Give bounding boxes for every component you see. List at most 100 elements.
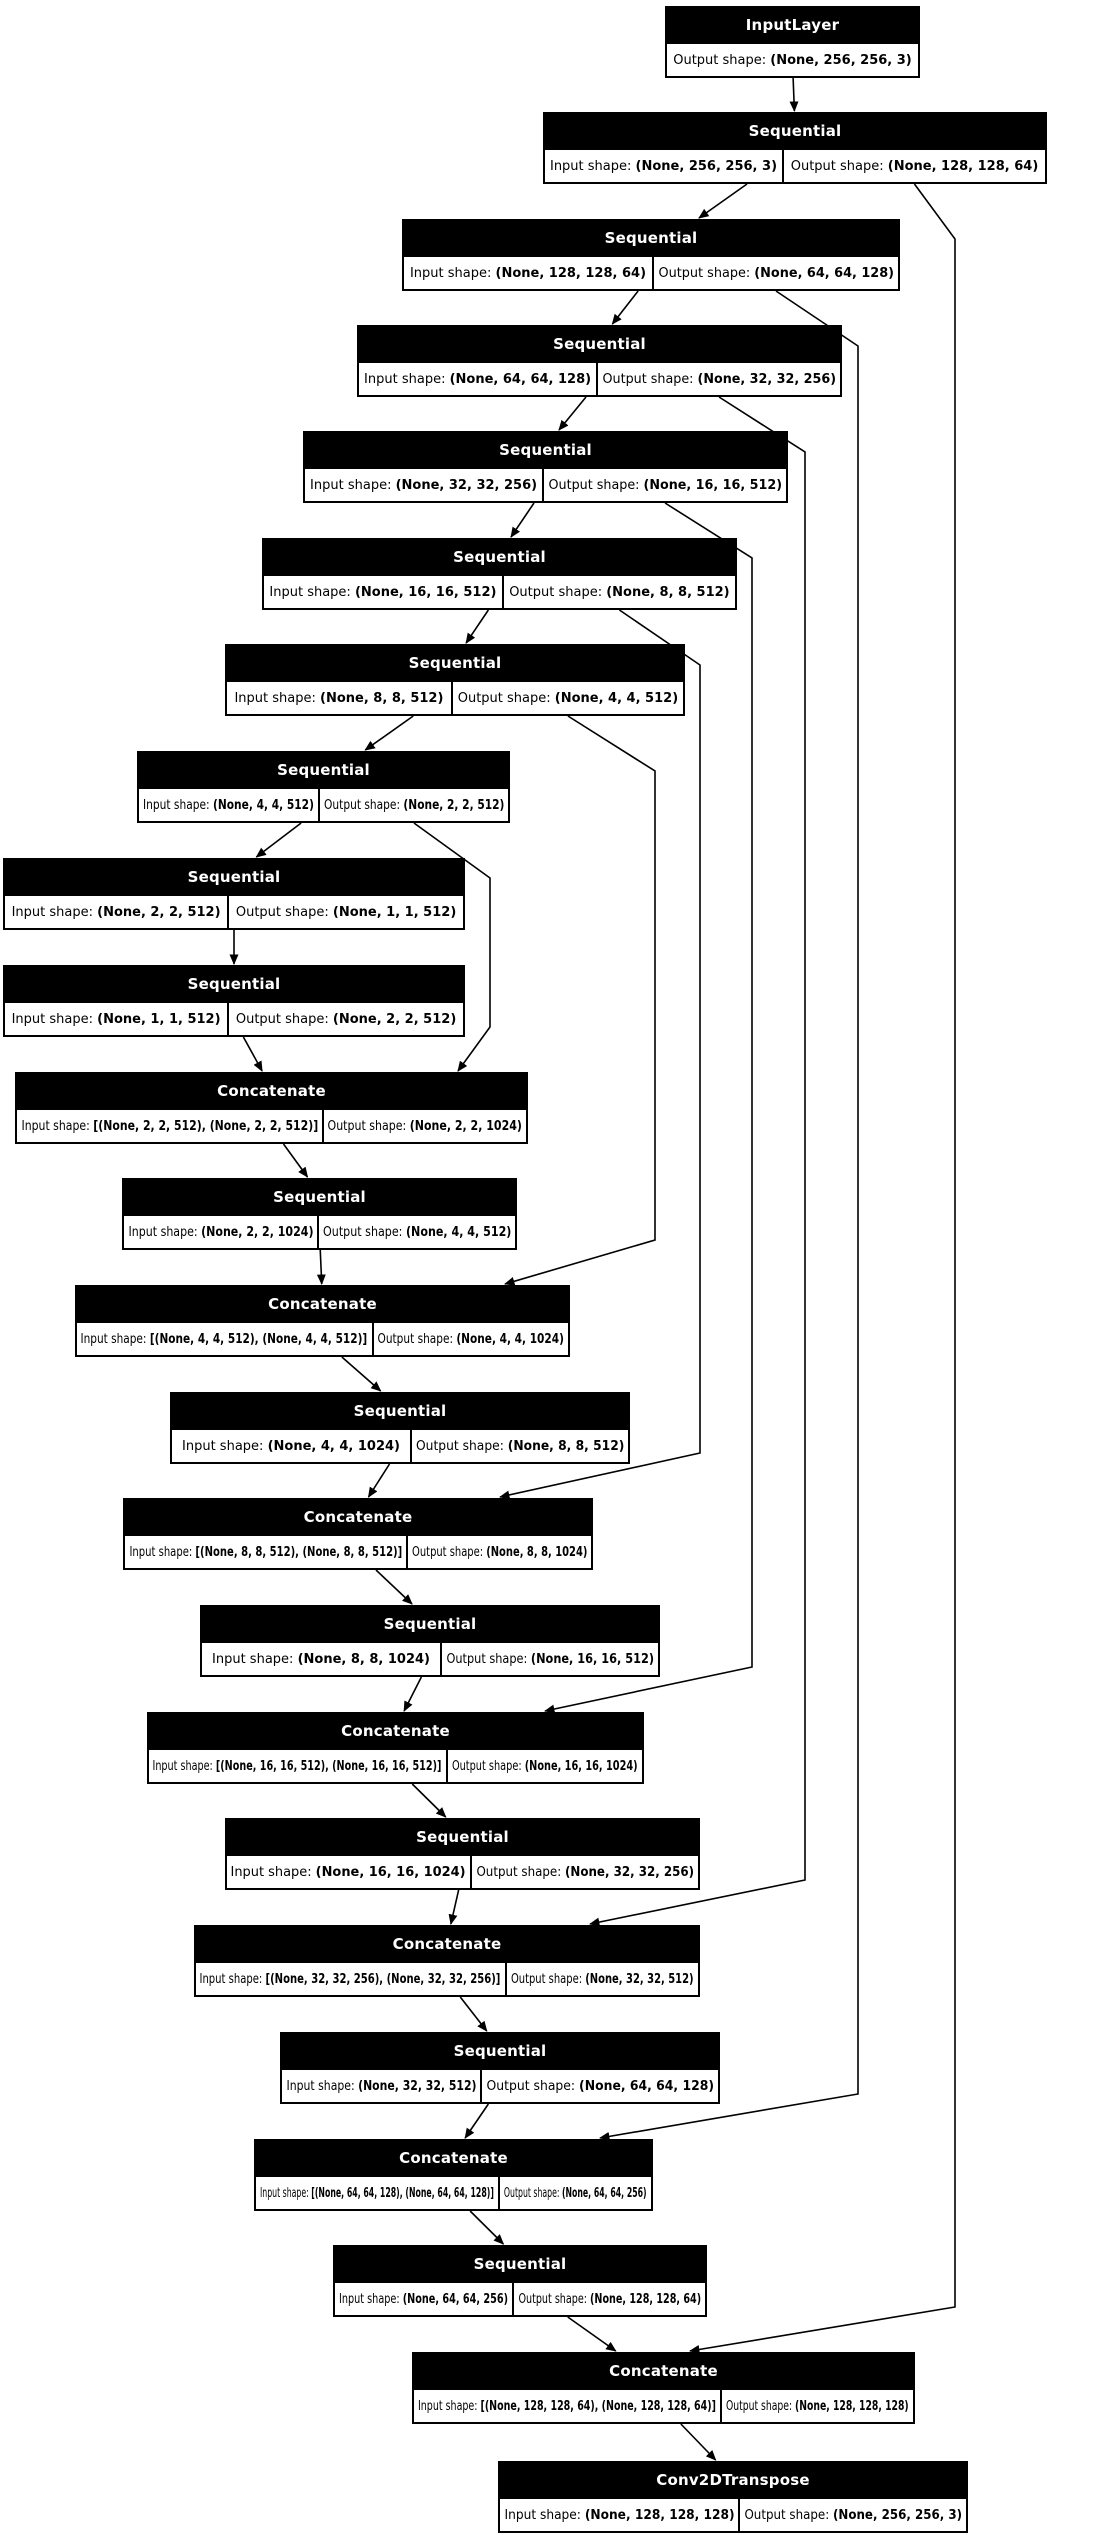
shape-row: Input shape: [(None, 4, 4, 512), (None, … — [77, 1321, 568, 1355]
edge-main — [364, 715, 414, 751]
edge-skip-connection — [689, 183, 956, 2354]
layer-type-header: Concatenate — [196, 1927, 698, 1961]
shape-value: (None, 2, 2, 1024) — [200, 1224, 314, 1240]
shape-text: Input shape: (None, 16, 16, 512) — [269, 585, 496, 600]
shape-text: Input shape: (None, 8, 8, 512) — [234, 691, 443, 706]
edge-main — [680, 2423, 717, 2461]
layer-type-header: Sequential — [227, 1820, 698, 1854]
shape-label: Input shape: — [364, 371, 450, 387]
shape-label: Input shape: — [182, 1438, 268, 1454]
shape-label: Output shape: — [457, 690, 555, 706]
layer-type-header: Sequential — [5, 860, 463, 894]
shape-text: Input shape: [(None, 64, 64, 128), (None… — [260, 2186, 494, 2201]
shape-value: (None, 2, 2, 512) — [332, 1011, 457, 1027]
output-shape-cell: Output shape: (None, 128, 128, 64) — [512, 2283, 705, 2315]
edge-main — [567, 2316, 617, 2352]
shape-label: Output shape: — [412, 1544, 487, 1560]
shape-label: Input shape: — [212, 1651, 298, 1667]
layer-type-label: Sequential — [553, 335, 646, 353]
shape-label: Output shape: — [673, 52, 771, 68]
input-shape-cell: Input shape: (None, 128, 128, 64) — [404, 257, 652, 289]
shape-value: [(None, 2, 2, 512), (None, 2, 2, 512)] — [93, 1118, 319, 1134]
edge-main — [448, 1889, 460, 1925]
shape-value: (None, 4, 4, 512) — [554, 690, 679, 706]
shape-text: Input shape: (None, 2, 2, 1024) — [128, 1225, 313, 1240]
output-shape-cell: Output shape: (None, 128, 128, 64) — [782, 150, 1045, 182]
shape-text: Input shape: (None, 4, 4, 512) — [143, 798, 314, 813]
shape-text: Output shape: (None, 1, 1, 512) — [236, 905, 456, 920]
output-shape-cell: Output shape: (None, 32, 32, 256) — [470, 1856, 698, 1888]
shape-text: Input shape: (None, 32, 32, 256) — [310, 478, 537, 493]
shape-text: Input shape: (None, 16, 16, 1024) — [231, 1865, 466, 1880]
shape-value: (None, 32, 32, 512) — [585, 1971, 694, 1987]
shape-row: Input shape: (None, 64, 64, 128)Output s… — [359, 361, 840, 395]
shape-text: Input shape: [(None, 2, 2, 512), (None, … — [21, 1119, 318, 1134]
edge-main — [464, 2103, 490, 2139]
shape-label: Output shape: — [452, 1758, 525, 1774]
shape-value: (None, 64, 64, 256) — [402, 2291, 509, 2307]
shape-text: Input shape: (None, 8, 8, 1024) — [212, 1652, 430, 1667]
shape-label: Input shape: — [269, 584, 355, 600]
shape-label: Input shape: — [339, 2291, 403, 2307]
layer-type-label: Concatenate — [217, 1082, 326, 1100]
shape-text: Output shape: (None, 16, 16, 1024) — [452, 1759, 638, 1774]
shape-label: Input shape: — [286, 2078, 358, 2094]
output-shape-cell: Output shape: (None, 32, 32, 512) — [504, 1963, 698, 1995]
output-shape-cell: Output shape: (None, 256, 256, 3) — [667, 44, 918, 76]
shape-text: Input shape: (None, 2, 2, 512) — [12, 905, 221, 920]
shape-value: (None, 8, 8, 1024) — [486, 1544, 588, 1560]
layer-type-header: Sequential — [172, 1394, 628, 1428]
input-shape-cell: Input shape: (None, 8, 8, 1024) — [202, 1643, 440, 1675]
edge-main — [611, 290, 639, 325]
layer-type-label: Sequential — [408, 654, 502, 672]
shape-text: Input shape: (None, 1, 1, 512) — [12, 1012, 221, 1027]
output-shape-cell: Output shape: (None, 8, 8, 512) — [410, 1430, 628, 1462]
shape-value: (None, 128, 128, 64) — [495, 265, 647, 281]
layer-type-label: Conv2DTranspose — [656, 2471, 810, 2489]
shape-label: Output shape: — [377, 1331, 457, 1347]
shape-text: Output shape: (None, 2, 2, 1024) — [328, 1119, 522, 1134]
layer-type-header: Sequential — [305, 433, 786, 467]
layer-type-label: Sequential — [453, 548, 546, 566]
edge-main — [316, 1249, 326, 1285]
input-shape-cell: Input shape: (None, 2, 2, 1024) — [124, 1216, 317, 1248]
shape-value: (None, 2, 2, 1024) — [410, 1118, 523, 1134]
layer-type-header: Sequential — [282, 2034, 718, 2068]
shape-row: Input shape: (None, 4, 4, 1024)Output sh… — [172, 1428, 628, 1462]
output-shape-cell: Output shape: (None, 4, 4, 1024) — [371, 1323, 568, 1355]
edge-skip-connection — [589, 396, 806, 1927]
shape-label: Output shape: — [235, 1011, 333, 1027]
shape-label: Input shape: — [230, 1864, 317, 1880]
input-shape-cell: Input shape: [(None, 8, 8, 512), (None, … — [125, 1536, 406, 1568]
shape-row: Output shape: (None, 256, 256, 3) — [667, 42, 918, 76]
layer-type-header: Sequential — [545, 114, 1045, 148]
shape-value: (None, 2, 2, 512) — [403, 797, 505, 813]
shape-row: Input shape: (None, 2, 2, 1024)Output sh… — [124, 1214, 515, 1248]
shape-value: (None, 32, 32, 256) — [564, 1864, 694, 1880]
shape-text: Input shape: (None, 32, 32, 512) — [286, 2079, 476, 2094]
layer-type-header: Sequential — [124, 1180, 515, 1214]
shape-row: Input shape: [(None, 32, 32, 256), (None… — [196, 1961, 698, 1995]
layer-type-header: Sequential — [335, 2247, 705, 2281]
layer-type-header: Sequential — [227, 646, 683, 680]
shape-row: Input shape: (None, 128, 128, 64)Output … — [404, 255, 898, 289]
shape-value: (None, 64, 64, 128) — [578, 2078, 714, 2094]
input-shape-cell: Input shape: [(None, 64, 64, 128), (None… — [256, 2177, 498, 2209]
shape-value: (None, 1, 1, 512) — [332, 904, 457, 920]
shape-text: Output shape: (None, 32, 32, 256) — [602, 372, 836, 387]
shape-text: Output shape: (None, 64, 64, 128) — [486, 2079, 714, 2094]
layer-type-header: Sequential — [264, 540, 735, 574]
shape-row: Input shape: (None, 8, 8, 1024)Output sh… — [202, 1641, 658, 1675]
shape-value: (None, 8, 8, 512) — [320, 690, 444, 706]
